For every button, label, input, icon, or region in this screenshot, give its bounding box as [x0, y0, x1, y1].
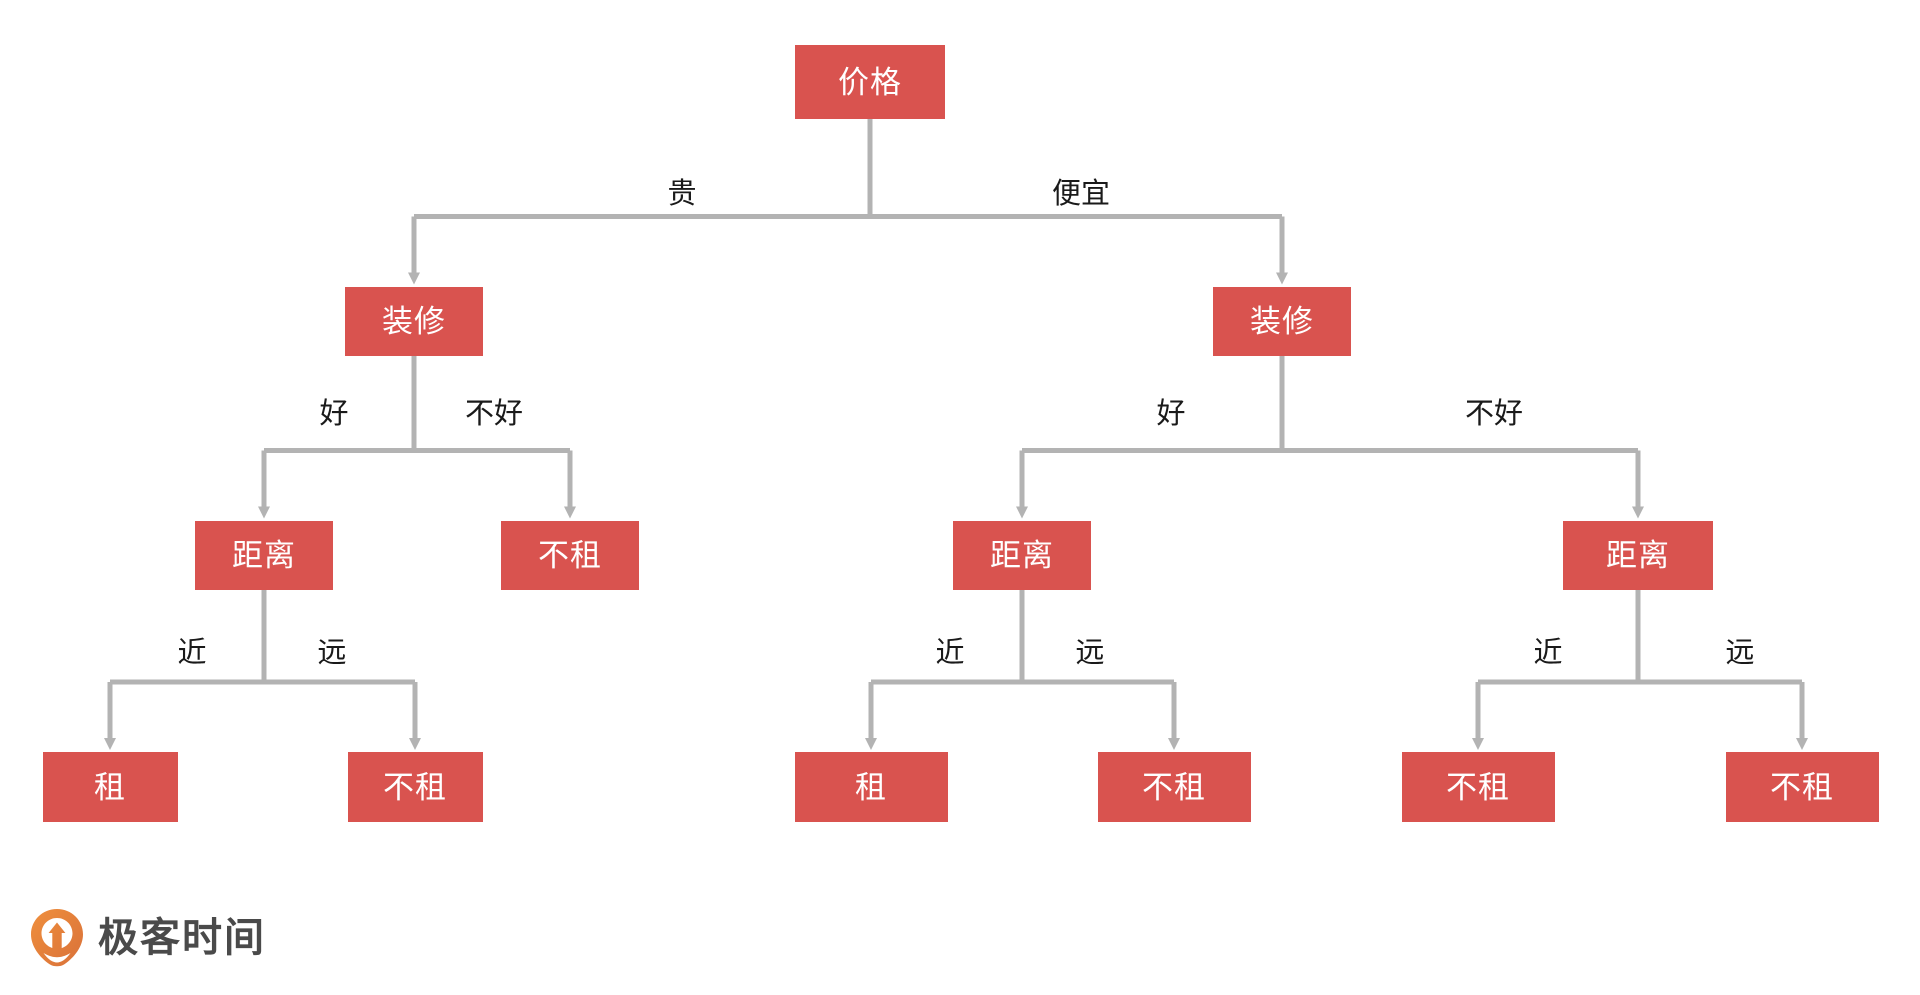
leaf-node-n8[interactable]: 不租 — [347, 752, 483, 822]
decision-node-n1[interactable]: 装修 — [345, 286, 483, 356]
decision-node-n0[interactable]: 价格 — [795, 45, 945, 119]
edge-label-n0-n1: 贵 — [667, 178, 697, 210]
decision-node-n3[interactable]: 距离 — [195, 520, 333, 590]
leaf-node-n7[interactable]: 租 — [42, 752, 178, 822]
decision-node-n5[interactable]: 距离 — [953, 520, 1091, 590]
decision-node-n2[interactable]: 装修 — [1213, 286, 1351, 356]
geektime-pin-icon — [30, 908, 84, 968]
edge-label-n1-n3: 好 — [319, 398, 349, 430]
edge-label-n6-n12: 远 — [1725, 637, 1755, 669]
leaf-node-n11[interactable]: 不租 — [1401, 752, 1555, 822]
leaf-node-n10[interactable]: 不租 — [1097, 752, 1251, 822]
edge-label-n0-n2: 便宜 — [1051, 178, 1111, 210]
edge-label-n2-n5: 好 — [1156, 398, 1186, 430]
edge-label-n6-n11: 近 — [1533, 637, 1563, 669]
edge-label-n3-n8: 远 — [317, 637, 347, 669]
edge-label-n5-n10: 远 — [1075, 637, 1105, 669]
edge-label-n5-n9: 近 — [935, 637, 965, 669]
brand-logo: 极客时间 — [30, 908, 266, 968]
edge-label-n2-n6: 不好 — [1464, 398, 1524, 430]
brand-wordmark: 极客时间 — [98, 916, 266, 960]
leaf-node-n4[interactable]: 不租 — [501, 520, 639, 590]
edge-label-n3-n7: 近 — [177, 637, 207, 669]
leaf-node-n12[interactable]: 不租 — [1725, 752, 1879, 822]
leaf-node-n9[interactable]: 租 — [794, 752, 948, 822]
edge-label-n1-n4: 不好 — [464, 398, 524, 430]
decision-node-n6[interactable]: 距离 — [1563, 520, 1713, 590]
